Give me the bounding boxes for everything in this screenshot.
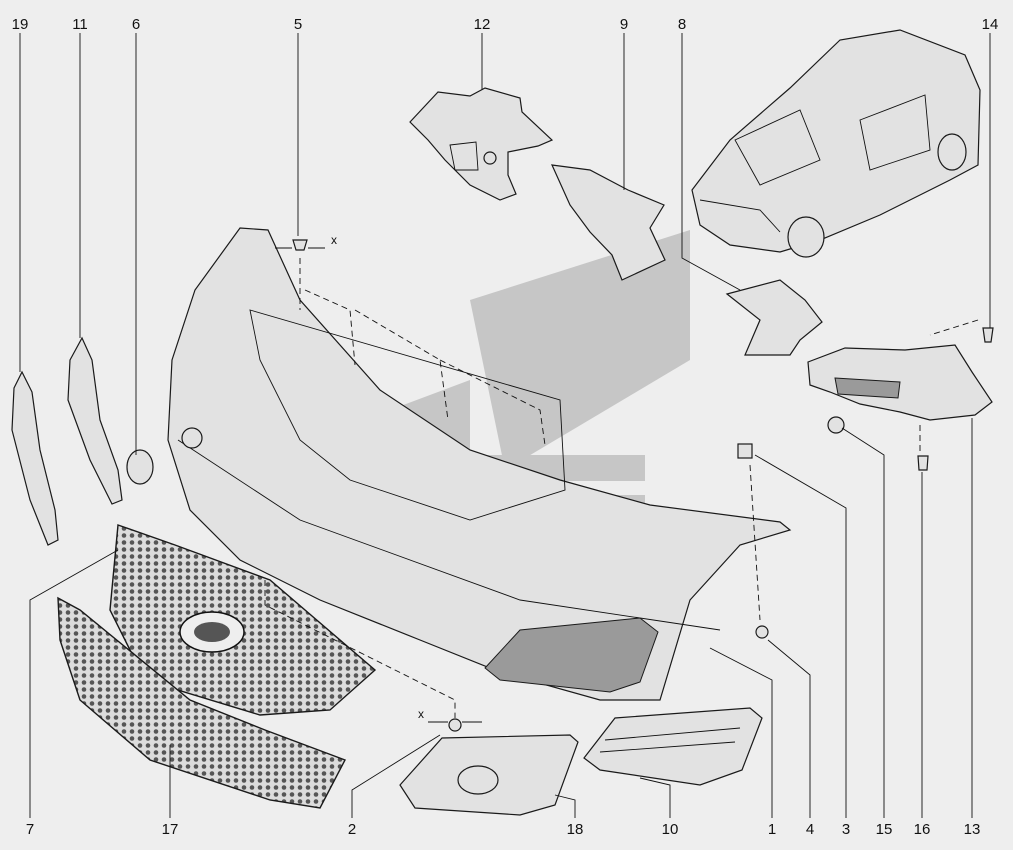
label-13: 13 [964, 821, 981, 838]
label-14: 14 [982, 16, 999, 33]
part-2-screw [448, 718, 462, 732]
part-6-cap [126, 449, 154, 485]
part-3-clip [737, 443, 753, 459]
part-19-trim [11, 370, 59, 546]
label-18: 18 [567, 821, 584, 838]
part-12-shield [409, 87, 554, 201]
label-6: 6 [132, 16, 140, 33]
part-16-screw [917, 455, 929, 471]
label-11: 11 [72, 16, 88, 33]
label-2: 2 [348, 821, 356, 838]
label-3: 3 [842, 821, 850, 838]
label-5: 5 [294, 16, 302, 33]
part-17-lower-grille [57, 596, 346, 809]
label-7: 7 [26, 821, 34, 838]
label-17: 17 [162, 821, 179, 838]
dimension-mark-top: x [331, 233, 337, 247]
part-5-clip [292, 239, 308, 251]
part-15-nut [827, 416, 845, 434]
label-15: 15 [876, 821, 893, 838]
part-11-trim [67, 336, 123, 505]
part-1-bumper [167, 227, 792, 701]
fog-lamp-opening [484, 617, 659, 693]
part-9-splash-guard [551, 164, 666, 281]
label-1: 1 [768, 821, 776, 838]
label-9: 9 [620, 16, 628, 33]
dimension-mark-bottom: x [418, 707, 424, 721]
label-19: 19 [12, 16, 29, 33]
part-14-clip [982, 327, 994, 343]
label-12: 12 [474, 16, 491, 33]
part-7-grille [109, 524, 377, 716]
label-8: 8 [678, 16, 686, 33]
label-10: 10 [662, 821, 679, 838]
part-4-screw [755, 625, 769, 639]
label-16: 16 [914, 821, 931, 838]
part-8-splash-guard [725, 279, 823, 356]
car-icon [691, 29, 981, 258]
label-4: 4 [806, 821, 814, 838]
